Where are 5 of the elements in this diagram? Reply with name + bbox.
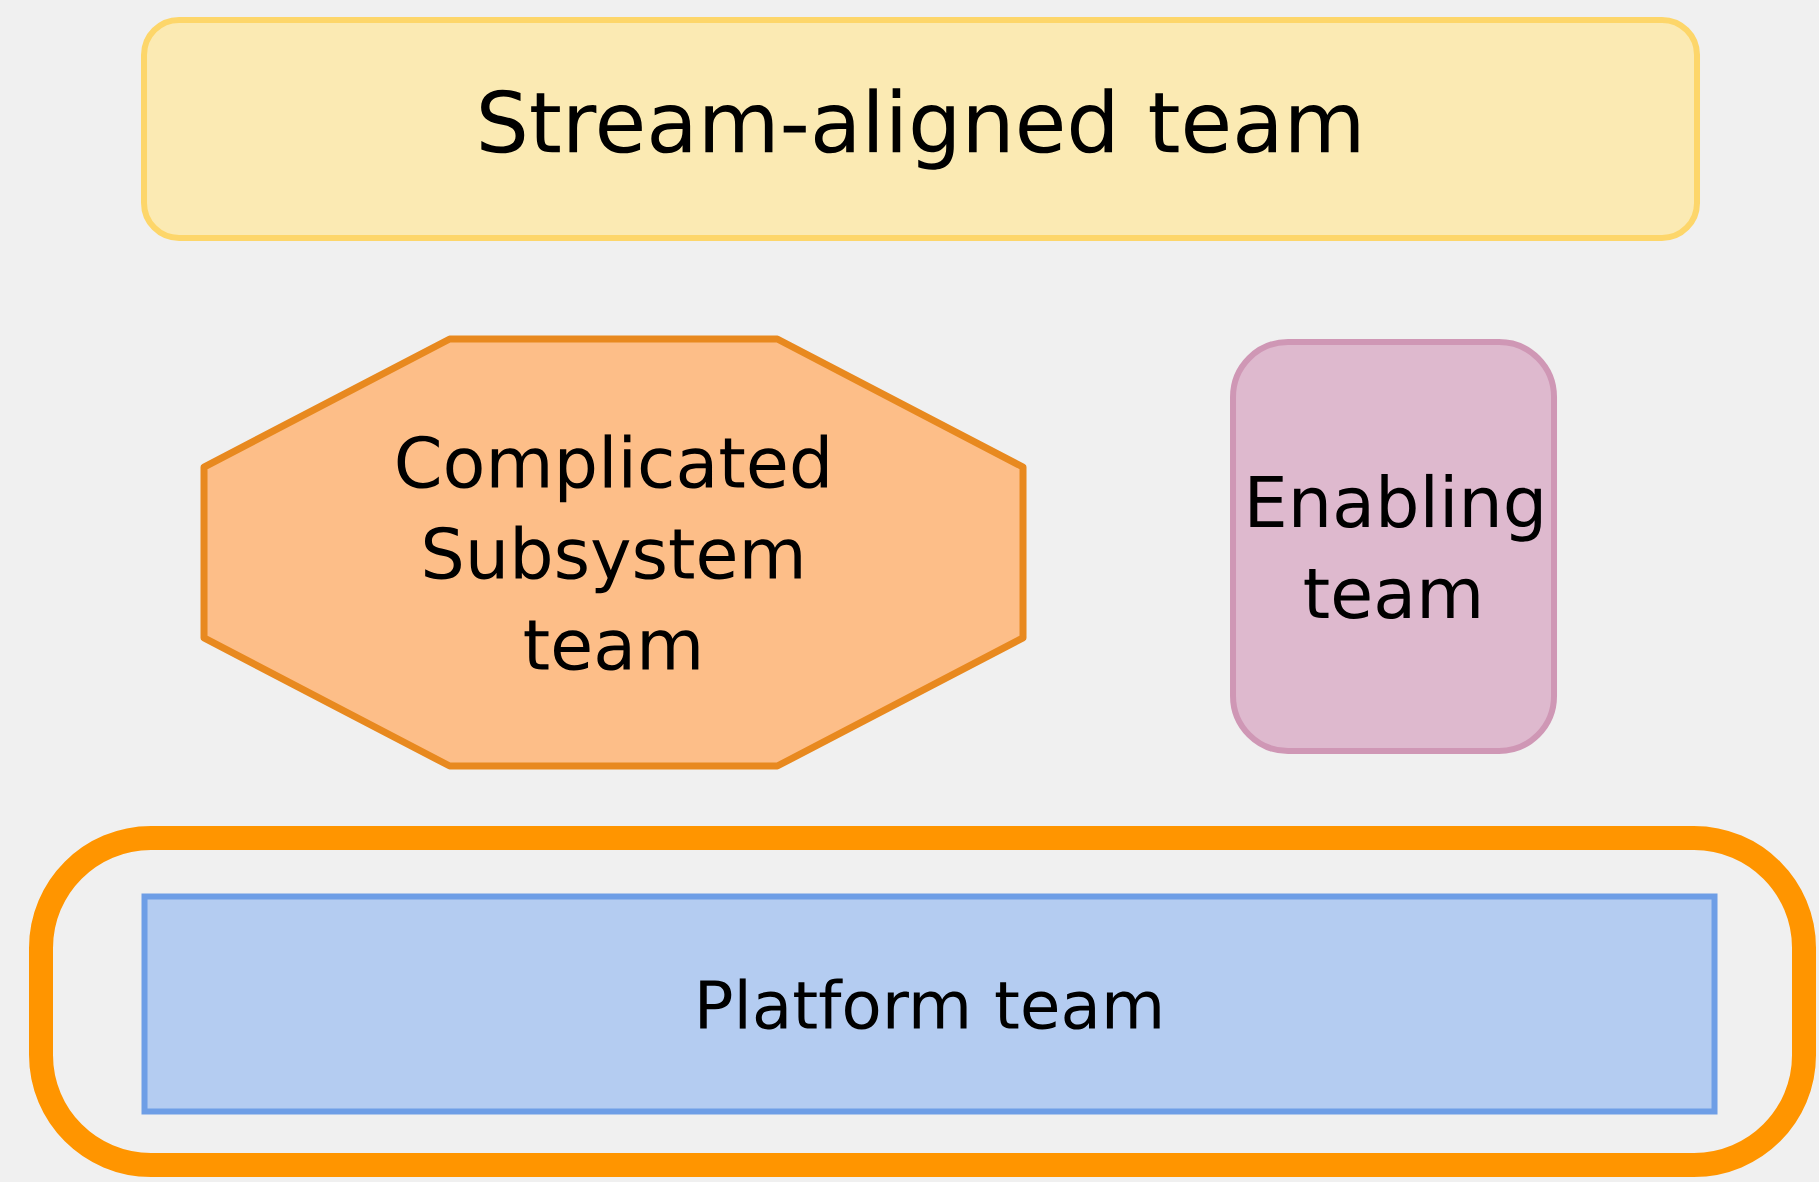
team-box: Platform team: [141, 893, 1718, 1115]
team-octagon: Complicated Subsystem team: [200, 335, 1027, 770]
team-box: Stream-aligned team: [141, 17, 1700, 241]
outline-frame: [29, 826, 1816, 1177]
team-box: Enabling team: [1230, 339, 1557, 754]
